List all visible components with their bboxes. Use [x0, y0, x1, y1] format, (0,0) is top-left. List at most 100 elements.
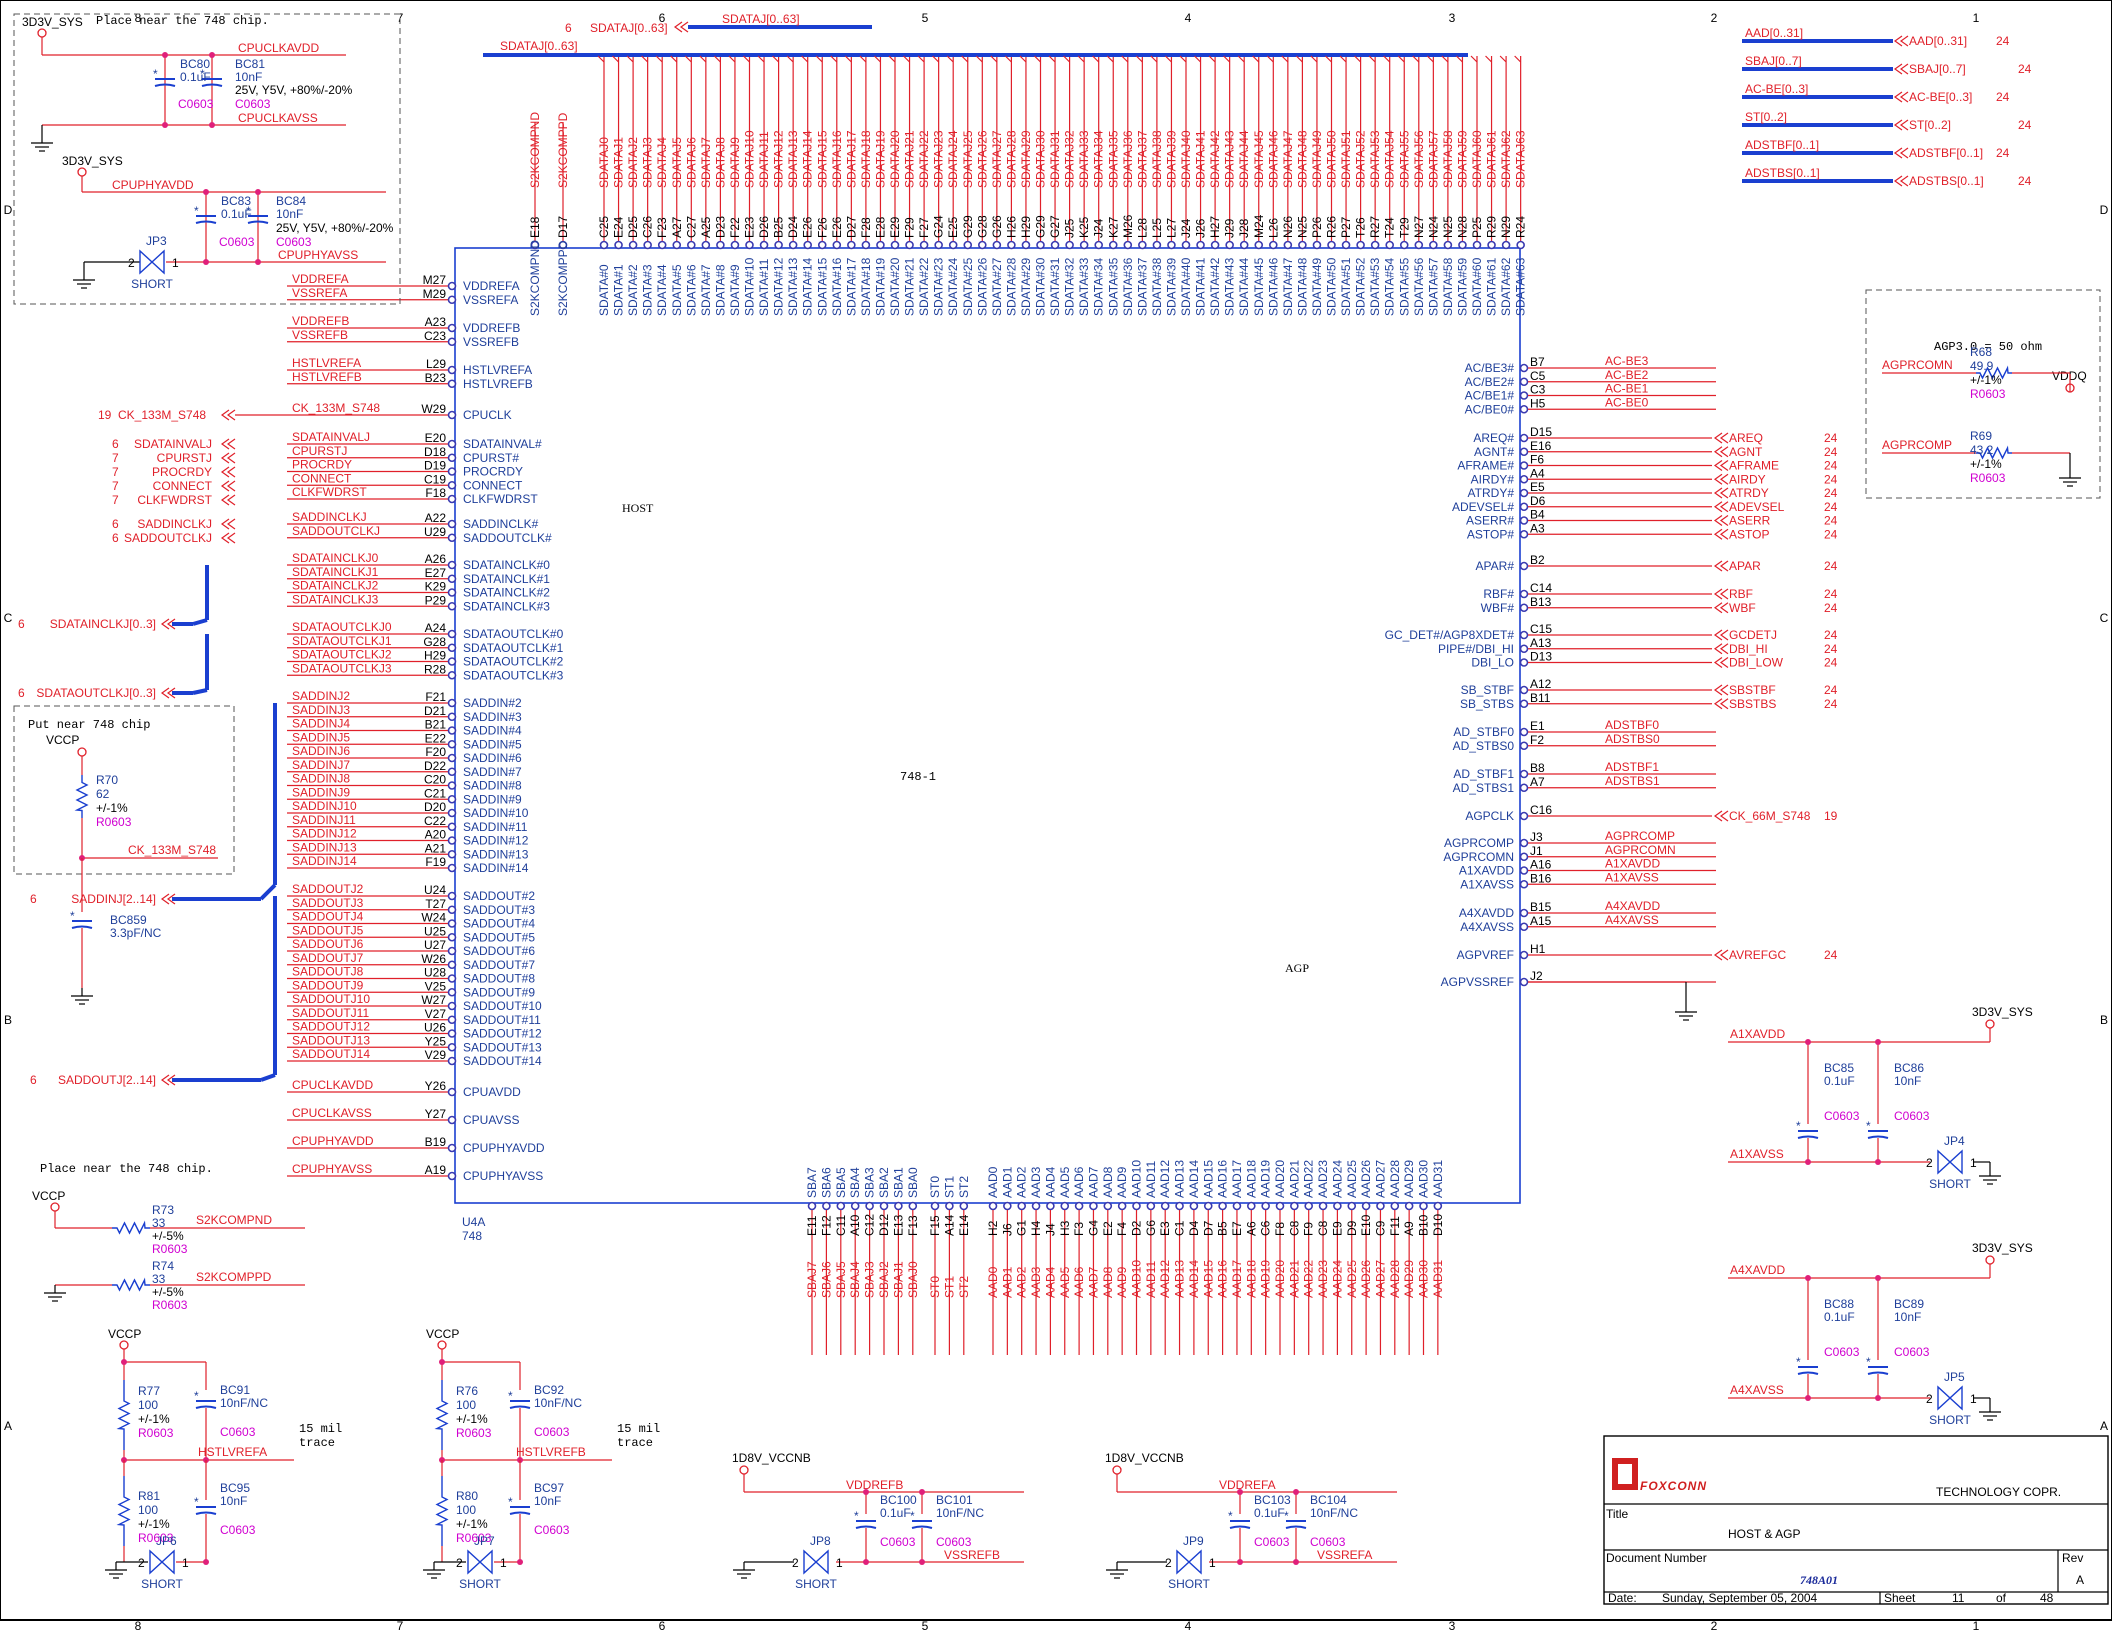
right-pin-name: SB_STBF	[1461, 683, 1514, 697]
pin-number: F13	[906, 1215, 920, 1236]
top-net-label: SDATAJ43	[1223, 130, 1237, 188]
ground-icon	[1979, 1168, 2001, 1185]
left-net-label: PROCRDY	[292, 458, 352, 472]
pin-circle	[1501, 240, 1511, 250]
bottom-net-label: SBAJ5	[834, 1261, 848, 1298]
border-col-number: 1	[1973, 11, 1980, 25]
sheet-ref: 6	[30, 892, 37, 906]
pin-number: G29	[1034, 215, 1048, 238]
right-net-label: A1XAVSS	[1605, 870, 1659, 884]
res-ref: R70	[96, 773, 118, 787]
bottom-net-label: AAD23	[1316, 1260, 1330, 1298]
top-pin-name: SDATA#35	[1106, 257, 1120, 316]
top-net-label: SDATAJ35	[1106, 130, 1120, 188]
junction-dot	[1805, 1275, 1811, 1281]
ground-icon	[105, 1562, 127, 1579]
offpage-arrow-icon	[220, 438, 236, 450]
cap-value: 10nF/NC	[1310, 1506, 1358, 1520]
right-pin-name: A4XAVDD	[1459, 906, 1514, 920]
top-net-label: SDATAJ26	[975, 130, 989, 188]
sheet-ref: 24	[1824, 683, 1838, 697]
pin-number: G6	[1144, 1220, 1158, 1236]
bus-entry	[888, 55, 896, 63]
top-pin-name: SDATA#40	[1179, 257, 1193, 316]
res-ref: R77	[138, 1384, 160, 1398]
cap-value: 10nF	[235, 70, 262, 84]
right-offpage-label: ASERR	[1729, 514, 1771, 528]
top-pin-name: SDATA#4	[655, 264, 669, 316]
right-bus-label: ADSTBS[0..1]	[1745, 166, 1820, 180]
pin-number: N25	[1295, 216, 1309, 238]
bus-entry	[932, 55, 940, 63]
left-offpage-label: SDATAINVALJ	[134, 437, 212, 451]
pin-number: P26	[1310, 216, 1324, 238]
pin-circle	[628, 240, 638, 250]
note-text: Place near the 748 chip.	[40, 1162, 213, 1176]
top-pin-name: SDATA#38	[1150, 257, 1164, 316]
bus-entry	[874, 55, 881, 63]
bus-entry	[1004, 55, 1012, 63]
left-net-label: CPURSTJ	[292, 444, 347, 458]
left-offpage-label: CPURSTJ	[157, 451, 212, 465]
pin-circle	[1519, 852, 1529, 862]
left-bus-label: SADDOUTJ[2..14]	[58, 1073, 156, 1087]
top-net-label: SDATAJ61	[1485, 130, 1499, 188]
border-row-letter: D	[2100, 203, 2109, 217]
pin-circle	[1376, 1201, 1385, 1211]
pin-circle	[1519, 783, 1529, 793]
pin-circle	[1519, 838, 1529, 848]
left-bus-bend	[192, 618, 208, 626]
res-tolerance: +/-1%	[1970, 457, 2002, 471]
pin-circle	[447, 712, 457, 722]
pin-number: J25	[1063, 218, 1077, 238]
top-pin-name: SDATA#22	[917, 257, 931, 316]
top-pin-name: SDATA#25	[961, 257, 975, 316]
pin-circle	[1007, 240, 1016, 250]
bottom-net-label: SBAJ7	[805, 1261, 819, 1298]
pin-number: A13	[1530, 636, 1552, 650]
pin-circle	[1312, 240, 1322, 250]
pin-circle	[1017, 1201, 1027, 1211]
border-row-letter: A	[2100, 1419, 2108, 1433]
cap-ref: BC83	[221, 194, 251, 208]
right-pin-name: PIPE#/DBI_HI	[1438, 642, 1514, 656]
jumper-short-label: SHORT	[459, 1577, 501, 1591]
pin-number: M24	[1252, 214, 1266, 238]
left-pin-name: SADDIN#10	[463, 806, 529, 820]
top-net-label: SDATAJ47	[1281, 130, 1295, 188]
cap-package: C0603	[276, 235, 312, 249]
pin-number: K27	[1106, 216, 1120, 238]
bus-label: SDATAJ[0..63]	[590, 21, 668, 35]
pin-circle	[447, 932, 457, 942]
cap-ref: BC81	[235, 57, 265, 71]
pin-number: 2	[1926, 1156, 1933, 1170]
bottom-net-label: AAD9	[1115, 1266, 1129, 1298]
pin-circle	[1519, 630, 1529, 640]
bottom-pin-name: AAD11	[1144, 1161, 1158, 1198]
pin-number: E2	[1101, 1221, 1115, 1236]
pin-number: E3	[1158, 1221, 1172, 1236]
pin-number: G26	[990, 215, 1004, 238]
left-net-label: SADDOUTJ7	[292, 951, 364, 965]
offpage-arrow-icon	[1713, 657, 1729, 668]
chip-body	[454, 247, 1521, 1204]
left-pin-name: SADDOUT#8	[463, 972, 535, 986]
left-net-label: VDDREFA	[292, 272, 349, 286]
left-offpage-label: SADDOUTCLKJ	[124, 531, 212, 545]
offpage-arrow-icon	[1713, 446, 1729, 458]
pin-number: 1	[1970, 1156, 1977, 1170]
ground-icon	[1675, 1004, 1697, 1021]
offpage-arrow-icon	[220, 480, 236, 492]
pin-circle	[1519, 644, 1529, 654]
top-net-label: SDATAJ60	[1470, 130, 1484, 188]
pin-circle	[447, 863, 457, 873]
sheet-ref: 24	[1824, 601, 1838, 615]
bottom-pin-name: SBA6	[819, 1167, 833, 1198]
top-net-label: SDATAJ48	[1295, 130, 1309, 188]
junction-dot	[919, 1489, 925, 1495]
pin-circle	[1519, 699, 1529, 709]
pin-circle	[1304, 1201, 1313, 1211]
pin-circle	[1519, 811, 1529, 821]
jumper-short-icon	[467, 1549, 493, 1575]
bottom-pin-name: AAD25	[1345, 1160, 1359, 1198]
